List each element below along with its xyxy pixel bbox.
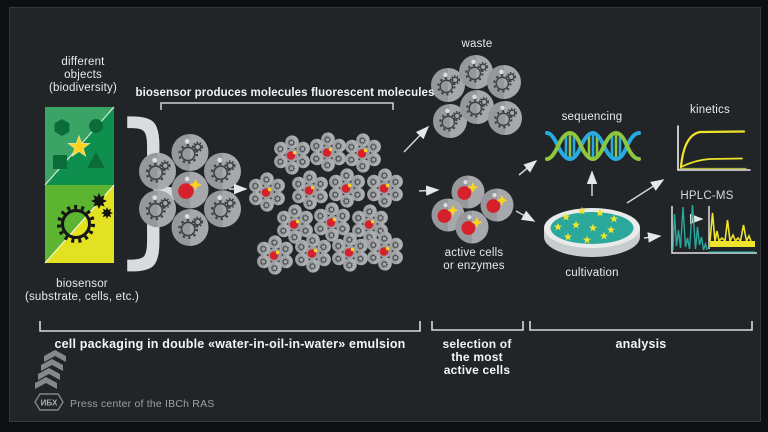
ibch-logo-badge-text: ИБХ xyxy=(41,399,58,408)
arrow-to-waste xyxy=(403,125,430,153)
gear-cell-icon xyxy=(488,101,522,135)
double-emulsion-droplet xyxy=(249,172,285,212)
dna-icon xyxy=(545,130,641,162)
double-emulsion-droplet xyxy=(277,204,313,244)
arrow-active-to-sequencing xyxy=(518,160,538,176)
double-emulsion-droplet xyxy=(292,170,328,210)
flow-arrows xyxy=(229,125,704,243)
hplc-label: HPLC-MS xyxy=(680,190,734,202)
arrow-cultivation-to-kinetics xyxy=(626,179,665,204)
hexagon-shape-icon xyxy=(54,119,70,136)
star-shape-icon xyxy=(67,134,91,158)
double-emulsion-droplet xyxy=(352,204,388,244)
biosensor-gear-icon xyxy=(57,193,113,243)
colony-stars xyxy=(553,206,619,244)
double-emulsion-droplet xyxy=(295,233,331,273)
gear-cell-icon xyxy=(171,134,209,171)
square-shape-icon xyxy=(53,155,67,169)
double-emulsion-droplet xyxy=(257,235,293,275)
header-bracket xyxy=(160,102,394,110)
section-3-label: analysis xyxy=(615,337,667,351)
fluorescent-cell-icon xyxy=(451,175,485,209)
footer-credit: Press center of the IBCh RAS xyxy=(70,398,215,410)
cultivation-label: cultivation xyxy=(565,267,619,279)
double-emulsion-droplet xyxy=(314,202,350,242)
double-emulsion-droplet xyxy=(367,231,403,271)
gear-cell-icon xyxy=(431,68,465,102)
section-brackets xyxy=(39,321,753,332)
double-emulsion-droplet xyxy=(367,168,403,208)
arrow-cultivation-to-hplc xyxy=(643,232,662,243)
triangle-shape-icon xyxy=(87,152,105,168)
input-biosensor-square xyxy=(44,184,115,264)
fluorescent-cell-icon xyxy=(480,188,514,222)
process-header-label: biosensor produces molecules fluorescent… xyxy=(135,87,435,99)
fluorescent-cell-icon xyxy=(455,210,489,244)
double-emulsion-droplet xyxy=(345,133,381,173)
kinetics-label: kinetics xyxy=(690,104,730,116)
input-top-label: different objects (biodiversity) xyxy=(49,56,117,94)
active-cells-cluster xyxy=(431,175,514,244)
waste-label: waste xyxy=(461,38,493,50)
double-emulsion-droplet xyxy=(310,132,346,172)
mass-spectrum-icon xyxy=(708,206,755,253)
section-2-label: selection of the most active cells xyxy=(442,337,512,377)
gear-cell-icon xyxy=(171,209,209,246)
section-2-bracket xyxy=(431,321,524,331)
double-emulsion-droplet xyxy=(274,135,310,175)
gear-cell-icon xyxy=(203,190,241,228)
emulsion-droplets-cluster xyxy=(249,132,403,275)
arrow-to-active-cells xyxy=(418,185,440,196)
gear-cell-icon xyxy=(139,152,177,190)
kinetics-plot-icon xyxy=(677,125,751,171)
fluorescent-cell-icon xyxy=(171,171,209,209)
section-3-bracket xyxy=(529,321,753,331)
ibch-logo: ИБХ xyxy=(34,350,66,411)
circle-shape-icon xyxy=(89,119,103,133)
initial-emulsion-cluster xyxy=(139,134,241,246)
gear-cell-icon xyxy=(487,65,521,99)
waste-cluster xyxy=(431,55,522,138)
input-diversity-square xyxy=(44,106,115,186)
active-cells-label: active cells or enzymes xyxy=(443,247,505,272)
gear-cell-icon xyxy=(139,190,177,228)
sequencing-label: sequencing xyxy=(561,111,623,123)
input-bottom-label: biosensor (substrate, cells, etc.) xyxy=(24,278,140,303)
hplc-chromatogram-icon xyxy=(671,204,757,254)
gear-cell-icon xyxy=(203,152,241,190)
petri-dish-icon xyxy=(544,206,640,257)
section-1-label: cell packaging in double «water-in-oil-i… xyxy=(54,337,406,351)
arrow-active-to-cultivation xyxy=(515,210,536,222)
section-1-bracket xyxy=(39,321,421,332)
double-emulsion-droplet xyxy=(332,232,368,272)
double-emulsion-droplet xyxy=(329,168,365,208)
